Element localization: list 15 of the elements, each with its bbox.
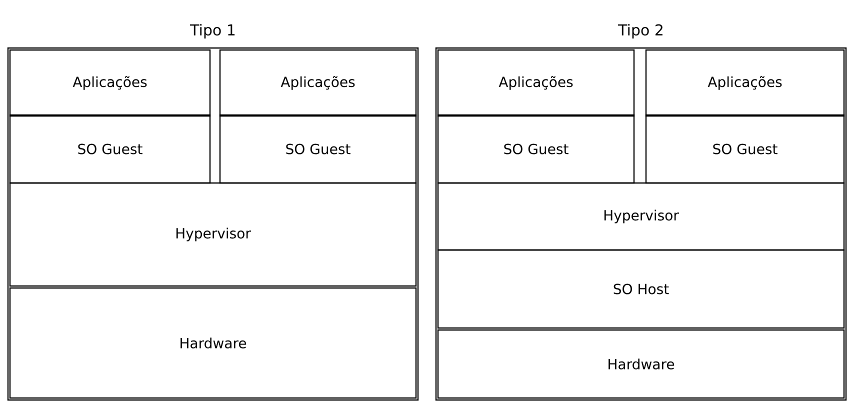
heading: Tipo 1	[190, 24, 235, 38]
layer-box: Aplicações	[437, 49, 635, 117]
layer-box: Hardware	[9, 287, 417, 399]
layer-box: Aplicações	[645, 49, 845, 117]
layer-box: SO Host	[437, 249, 845, 329]
layer-box: Hypervisor	[437, 182, 845, 251]
layer-box: SO Guest	[9, 114, 211, 184]
layer-box: Hypervisor	[9, 182, 417, 287]
layer-box: SO Guest	[437, 114, 635, 184]
heading: Tipo 2	[618, 24, 662, 38]
layer-box: Hardware	[437, 329, 845, 399]
layer-box: Aplicações	[219, 49, 417, 117]
layer-box: SO Guest	[219, 114, 417, 184]
layer-box: SO Guest	[645, 114, 845, 184]
layer-box: Aplicações	[9, 49, 211, 117]
